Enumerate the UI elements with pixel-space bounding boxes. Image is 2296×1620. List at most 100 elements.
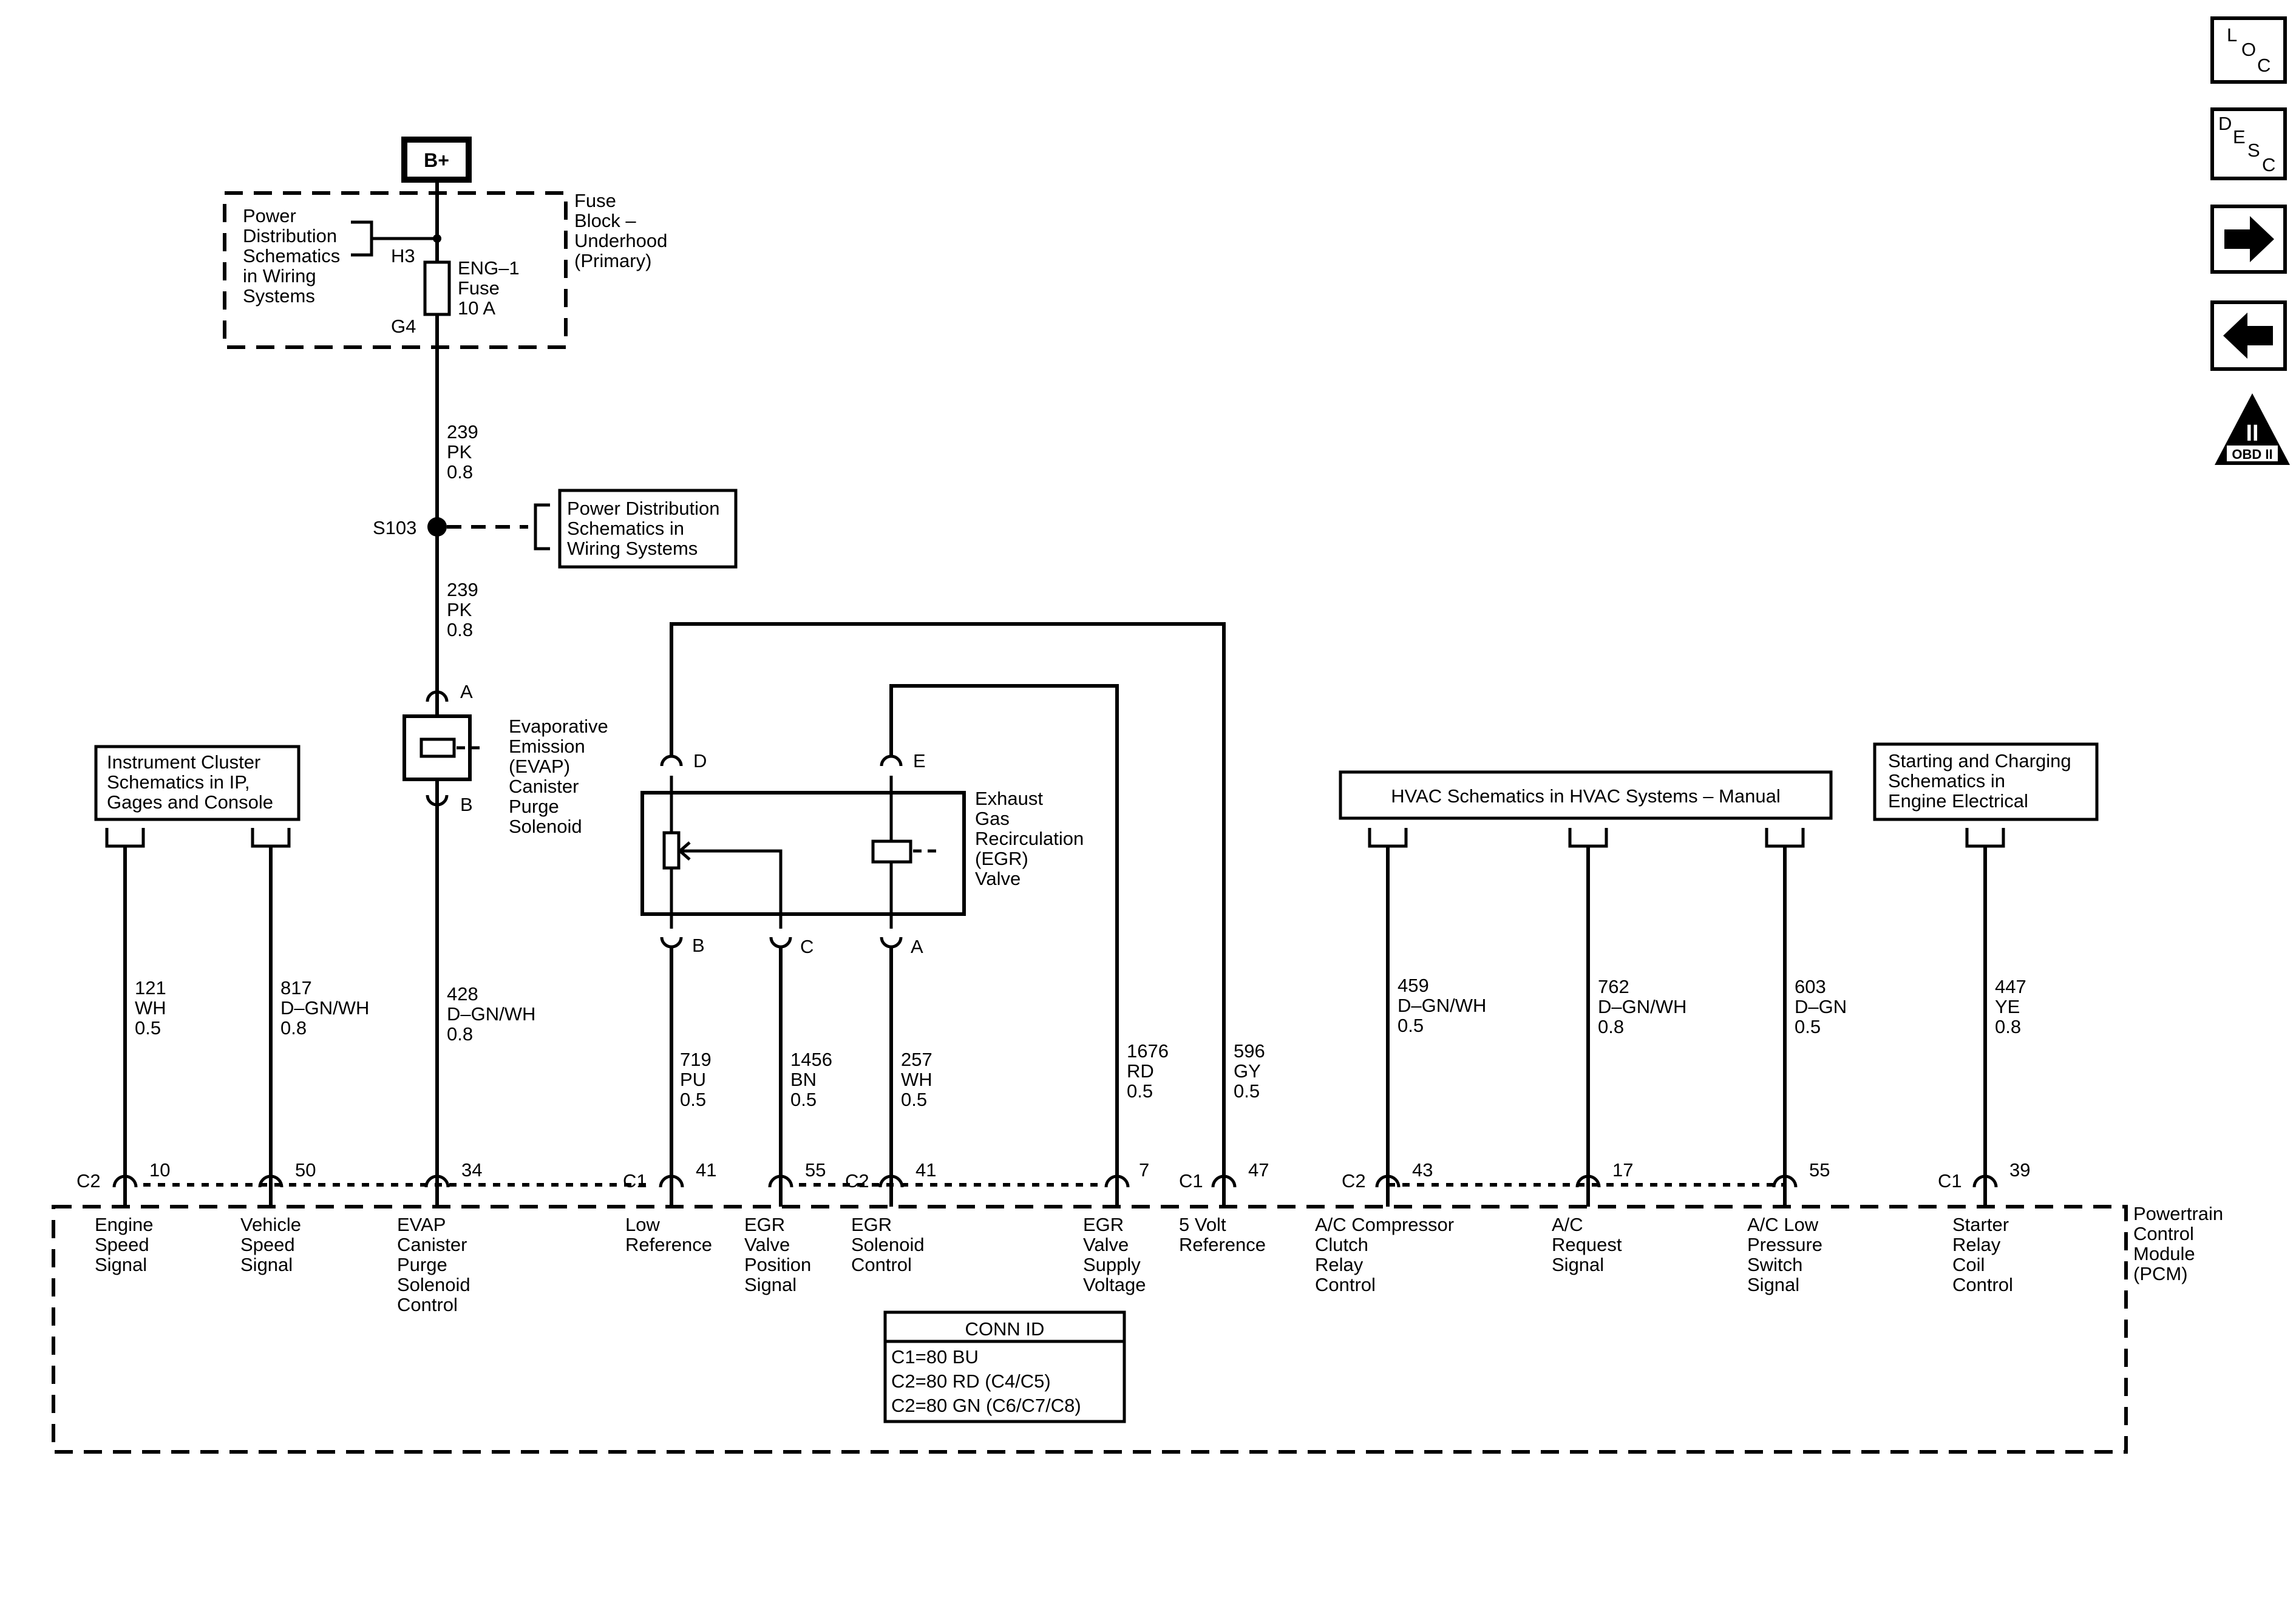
fuse-element <box>423 260 451 316</box>
obd-ii-label: OBD II <box>2232 447 2272 462</box>
desc-letter-s: S <box>2247 140 2260 161</box>
pin-connector-label: C2 <box>845 1170 869 1191</box>
pin-number-label: 55 <box>1809 1159 1830 1181</box>
pcm-label: Powertrain Control Module (PCM) <box>2133 1203 2229 1284</box>
pin-connector-label: C1 <box>1938 1170 1962 1191</box>
battery-feed: B+ <box>401 137 472 183</box>
next-page-button[interactable] <box>2210 205 2287 274</box>
splice-s103: S103 Power Distribution Schematics in Wi… <box>373 489 738 569</box>
evap-pin-a-label: A <box>460 681 473 702</box>
obd-ii-button[interactable]: II OBD II <box>2215 393 2290 465</box>
desc-button[interactable]: D E S C <box>2210 107 2287 180</box>
starting-charging-ref-label: Starting and Charging Schematics in Engi… <box>1888 750 2076 812</box>
desc-letter-e: E <box>2233 126 2246 147</box>
pin-number-label: 7 <box>1139 1159 1149 1181</box>
desc-letter-d: D <box>2218 113 2232 134</box>
obd-ii-symbol: II <box>2246 421 2258 446</box>
pin-number-label: 55 <box>805 1159 826 1181</box>
egr-supply-voltage-loop <box>889 684 1119 1190</box>
desc-letter-c: C <box>2262 154 2275 175</box>
egr-pin-e-label: E <box>913 750 926 771</box>
arrow-right-icon <box>2224 216 2274 262</box>
egr-valve-label: Exhaust Gas Recirculation (EGR) Valve <box>975 788 1089 889</box>
pcm-outline <box>52 1205 2128 1454</box>
fuse-block-underhood: Fuse Block – Underhood (Primary) Power D… <box>223 190 673 349</box>
pin-connector-label: C2 <box>1342 1170 1366 1191</box>
pin-number-label: 39 <box>2009 1159 2030 1181</box>
loc-letter-l: L <box>2227 24 2237 46</box>
loc-letter-c: C <box>2257 55 2271 76</box>
arrow-left-icon <box>2223 313 2273 359</box>
prev-page-button[interactable] <box>2210 300 2287 371</box>
pin-number-label: 34 <box>461 1159 482 1181</box>
evap-pin-b-label: B <box>460 794 473 815</box>
pin-number-label: 10 <box>149 1159 170 1181</box>
fuse-g4-label: G4 <box>391 316 416 337</box>
egr-pin-c-label: C <box>800 936 813 957</box>
conn-id-title: CONN ID <box>965 1318 1045 1340</box>
egr-valve: D E B C A Exhaust Gas Recirculation (EGR… <box>640 750 1089 957</box>
fuse-h3-label: H3 <box>391 245 415 266</box>
evap-solenoid-label: Evaporative Emission (EVAP) Canister Pur… <box>509 716 613 837</box>
hvac-ref-label: HVAC Schematics in HVAC Systems – Manual <box>1391 785 1780 807</box>
hvac-ref: HVAC Schematics in HVAC Systems – Manual <box>1339 770 1833 848</box>
splice-power-distribution-ref: Power Distribution Schematics in Wiring … <box>567 498 725 559</box>
connector-id-table: CONN ID C1=80 BU C2=80 RD (C4/C5) C2=80 … <box>883 1310 1126 1423</box>
pin-connector-label: C2 <box>76 1170 101 1191</box>
pin-number-label: 43 <box>1412 1159 1433 1181</box>
loc-letter-o: O <box>2241 39 2256 60</box>
eng-1-fuse-label: ENG–1 Fuse 10 A <box>458 257 525 319</box>
conn-id-values: C1=80 BU C2=80 RD (C4/C5) C2=80 GN (C6/C… <box>891 1346 1081 1416</box>
pin-connector-label: C1 <box>623 1170 647 1191</box>
starting-charging-ref: Starting and Charging Schematics in Engi… <box>1873 742 2099 848</box>
wire-239-upper-label: 239 PK 0.8 <box>447 421 483 483</box>
wire-239-lower-label: 239 PK 0.8 <box>447 579 483 640</box>
egr-5v-reference-loop <box>670 622 1226 1190</box>
pin-connector-label: C1 <box>1179 1170 1203 1191</box>
pin-number-label: 41 <box>915 1159 936 1181</box>
wire-428-label: 428 D–GN/WH 0.8 <box>447 983 541 1045</box>
loc-button[interactable]: L O C <box>2210 16 2287 84</box>
fuse-block-label: Fuse Block – Underhood (Primary) <box>574 190 673 271</box>
pin-number-label: 41 <box>696 1159 716 1181</box>
evap-canister-purge-solenoid: A B Evaporative Emission (EVAP) Canister… <box>402 681 613 837</box>
powertrain-control-module: Powertrain Control Module (PCM) <box>52 1183 2229 1454</box>
egr-solenoid-coil <box>871 839 912 864</box>
power-distribution-ref-label: Power Distribution Schematics in Wiring … <box>243 205 345 307</box>
egr-pin-a-label: A <box>911 936 923 957</box>
